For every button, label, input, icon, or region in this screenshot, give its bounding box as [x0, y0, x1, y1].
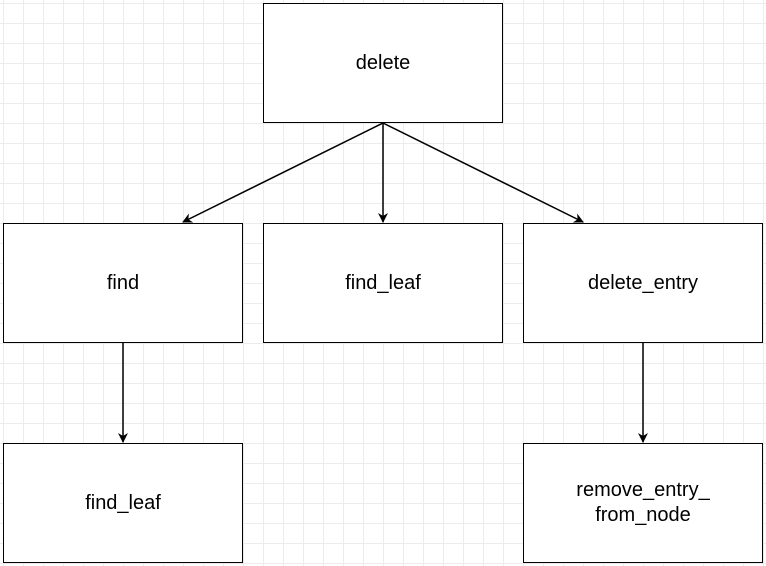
node-delete-entry[interactable]: delete_entry	[523, 223, 763, 343]
node-remove-entry-label-line2: from_node	[595, 504, 691, 526]
node-remove-entry-from-node[interactable]: remove_entry_ from_node	[523, 443, 763, 563]
node-find[interactable]: find	[3, 223, 243, 343]
edge-delete-to-find	[182, 122, 384, 223]
node-delete-entry-label: delete_entry	[587, 271, 699, 294]
edge-delete-to-delete-entry	[382, 122, 584, 223]
node-delete-label: delete	[355, 51, 411, 74]
node-find-leaf-bottom[interactable]: find_leaf	[3, 443, 243, 563]
node-delete[interactable]: delete	[263, 3, 503, 123]
node-find-leaf-middle[interactable]: find_leaf	[263, 223, 503, 343]
node-remove-entry-label: remove_entry_ from_node	[576, 478, 709, 528]
node-find-leaf-bottom-label: find_leaf	[85, 491, 161, 514]
node-find-leaf-middle-label: find_leaf	[345, 271, 421, 294]
node-remove-entry-label-line1: remove_entry_	[576, 479, 710, 501]
node-find-label: find	[106, 271, 140, 294]
